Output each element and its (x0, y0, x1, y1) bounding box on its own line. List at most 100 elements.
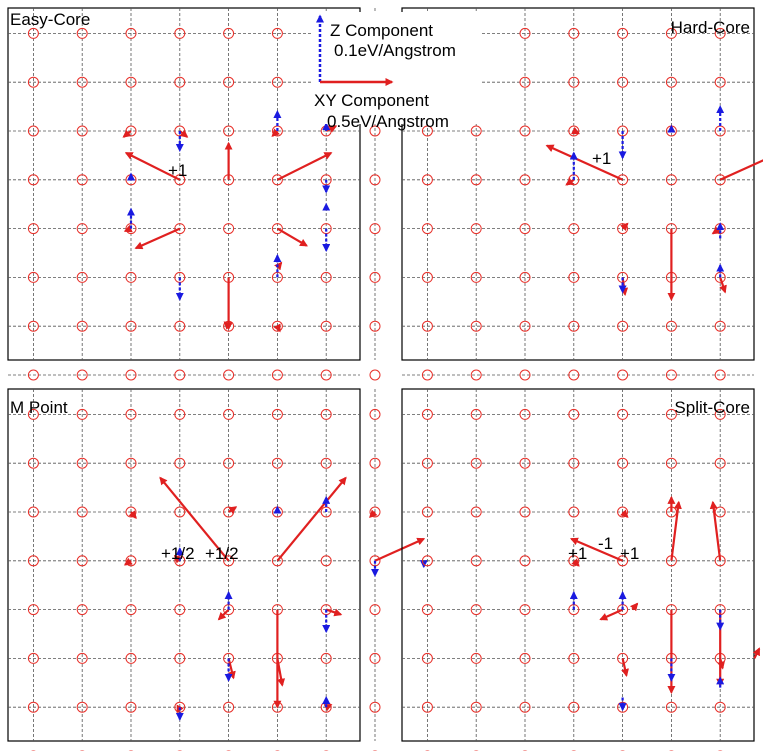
atom-site (174, 604, 186, 616)
atom-site (519, 701, 531, 713)
xy-force-arrow (276, 658, 286, 687)
xy-force-arrow (569, 537, 624, 562)
atom-site (519, 457, 531, 469)
atom-site (174, 506, 186, 518)
atom-site (421, 555, 433, 567)
atom-site (27, 76, 39, 88)
panel-frame (7, 7, 361, 361)
xy-force-arrow (122, 129, 132, 138)
atom-site (665, 320, 677, 332)
atom-site (174, 408, 186, 420)
atom-site (27, 174, 39, 186)
panel-title: M Point (10, 398, 68, 417)
atom-site (27, 271, 39, 283)
atom-site (174, 76, 186, 88)
atom-site (617, 27, 629, 39)
atom-sites (421, 408, 726, 751)
atom-site (369, 320, 381, 332)
panel-title: Easy-Core (10, 10, 90, 29)
xy-force-arrow (271, 128, 280, 137)
atom-site (76, 223, 88, 235)
xy-force-arrow (134, 227, 181, 250)
xy-arrows (122, 125, 338, 333)
atom-site (519, 555, 531, 567)
atom-site (714, 174, 726, 186)
atom-site (568, 408, 580, 420)
atom-site (519, 223, 531, 235)
atom-site (27, 604, 39, 616)
atom-site (519, 320, 531, 332)
atom-site (665, 174, 677, 186)
atom-site (125, 408, 137, 420)
atom-sites (27, 27, 381, 381)
xy-arrows (569, 495, 761, 695)
atom-site (320, 652, 332, 664)
atom-site (470, 223, 482, 235)
atom-site (125, 27, 137, 39)
atom-site (27, 369, 39, 381)
atom-site (125, 652, 137, 664)
atom-site (76, 506, 88, 518)
xy-force-arrow (227, 658, 236, 680)
atom-site (174, 27, 186, 39)
atom-site (714, 408, 726, 420)
atom-site (617, 320, 629, 332)
atom-site (470, 555, 482, 567)
xy-component-label: XY Component (314, 91, 429, 110)
atom-site (568, 506, 580, 518)
atom-site (76, 652, 88, 664)
atom-site (568, 27, 580, 39)
atom-site (470, 125, 482, 137)
xy-force-arrow (620, 509, 629, 518)
atom-site (76, 125, 88, 137)
atom-site (665, 27, 677, 39)
xy-force-arrow (719, 277, 727, 294)
atom-site (714, 320, 726, 332)
atom-site (271, 369, 283, 381)
atom-site (223, 408, 235, 420)
atom-site (369, 271, 381, 283)
xy-force-arrow (599, 608, 624, 621)
z-arrows (127, 109, 331, 301)
atom-site (369, 369, 381, 381)
atom-site (76, 555, 88, 567)
panel-title: Split-Core (674, 398, 750, 417)
atom-site (714, 701, 726, 713)
atom-site (519, 27, 531, 39)
scale-legend: Z Component 0.1eV/Angstrom XY Component … (312, 12, 482, 131)
atom-site (421, 174, 433, 186)
atom-site (369, 174, 381, 186)
atom-site (223, 555, 235, 567)
panel-title: Hard-Core (671, 18, 750, 37)
atom-site (369, 457, 381, 469)
z-scale-label: 0.1eV/Angstrom (334, 41, 456, 60)
xy-force-arrow (123, 557, 133, 566)
xy-force-arrow (630, 602, 639, 612)
atom-site (617, 76, 629, 88)
atom-site (519, 506, 531, 518)
xy-force-arrow (123, 224, 133, 233)
atom-site (470, 457, 482, 469)
atom-site (76, 320, 88, 332)
xy-force-arrow (571, 126, 581, 135)
atom-site (617, 555, 629, 567)
xy-force-arrow (179, 129, 189, 138)
atom-site (421, 457, 433, 469)
xy-force-arrow (719, 159, 763, 181)
xy-force-arrow (670, 500, 682, 561)
atom-site (76, 408, 88, 420)
xy-force-arrow (717, 658, 725, 670)
xy-arrows (123, 476, 426, 714)
xy-force-arrow (227, 506, 238, 515)
atom-site (470, 271, 482, 283)
atom-site (421, 125, 433, 137)
atom-site (76, 76, 88, 88)
atom-site (470, 506, 482, 518)
atom-site (369, 223, 381, 235)
xy-force-arrow (369, 509, 378, 518)
atom-site (174, 457, 186, 469)
atom-site (568, 271, 580, 283)
atom-site (617, 701, 629, 713)
atom-site (27, 125, 39, 137)
atom-site (125, 701, 137, 713)
